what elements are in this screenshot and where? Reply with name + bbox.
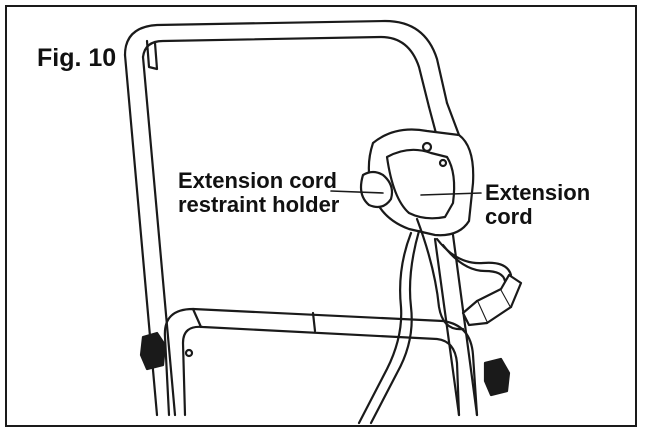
cord-holder-inner — [385, 148, 456, 220]
upper-handle-right-tube — [445, 101, 461, 137]
holder-screw — [421, 141, 433, 153]
lower-handle-left-tube-inner — [181, 325, 461, 417]
extension-plug-cap — [499, 273, 523, 309]
callout-holder-line1: Extension cord — [178, 168, 337, 193]
mower-handle-illustration — [123, 19, 523, 425]
cord-holder-slot — [359, 170, 394, 209]
extension-cord-to-plug-2 — [441, 243, 507, 283]
top-left-clamp — [145, 39, 159, 71]
figure-label: Fig. 10 — [37, 44, 117, 72]
callout-extension-cord: Extension cord — [485, 181, 590, 229]
extension-plug-strain-relief — [461, 299, 489, 327]
holder-screw-2 — [438, 158, 448, 168]
right-tube-lower-inner — [433, 237, 461, 417]
lower-handle-left-tube — [163, 307, 479, 417]
extension-cord-loop — [415, 217, 465, 331]
lower-handle-seam-2 — [311, 311, 317, 333]
lower-handle-seam — [191, 307, 203, 329]
callout-holder-line2: restraint holder — [178, 191, 340, 217]
right-tube-lower — [451, 233, 479, 417]
upper-handle-top-bar — [123, 19, 449, 105]
extension-cord-main-2 — [369, 229, 421, 425]
upper-handle-top-bar-inner — [141, 35, 431, 109]
callout-cord-line1: Extension — [485, 180, 591, 205]
left-knob-bolt — [184, 348, 194, 358]
left-handle-knob — [139, 331, 167, 371]
extension-cord-main — [357, 231, 413, 425]
cord-leader-line — [420, 192, 482, 196]
callout-extension-cord-restraint-holder: Extension cord restraint holder — [178, 169, 339, 217]
figure-frame: Fig. 10 Extension cord restraint holder … — [5, 5, 637, 427]
upper-handle-left-tube-inner — [141, 55, 177, 417]
holder-leader-line — [330, 190, 384, 194]
callout-cord-line2: cord — [485, 203, 533, 229]
right-handle-knob — [483, 357, 511, 397]
